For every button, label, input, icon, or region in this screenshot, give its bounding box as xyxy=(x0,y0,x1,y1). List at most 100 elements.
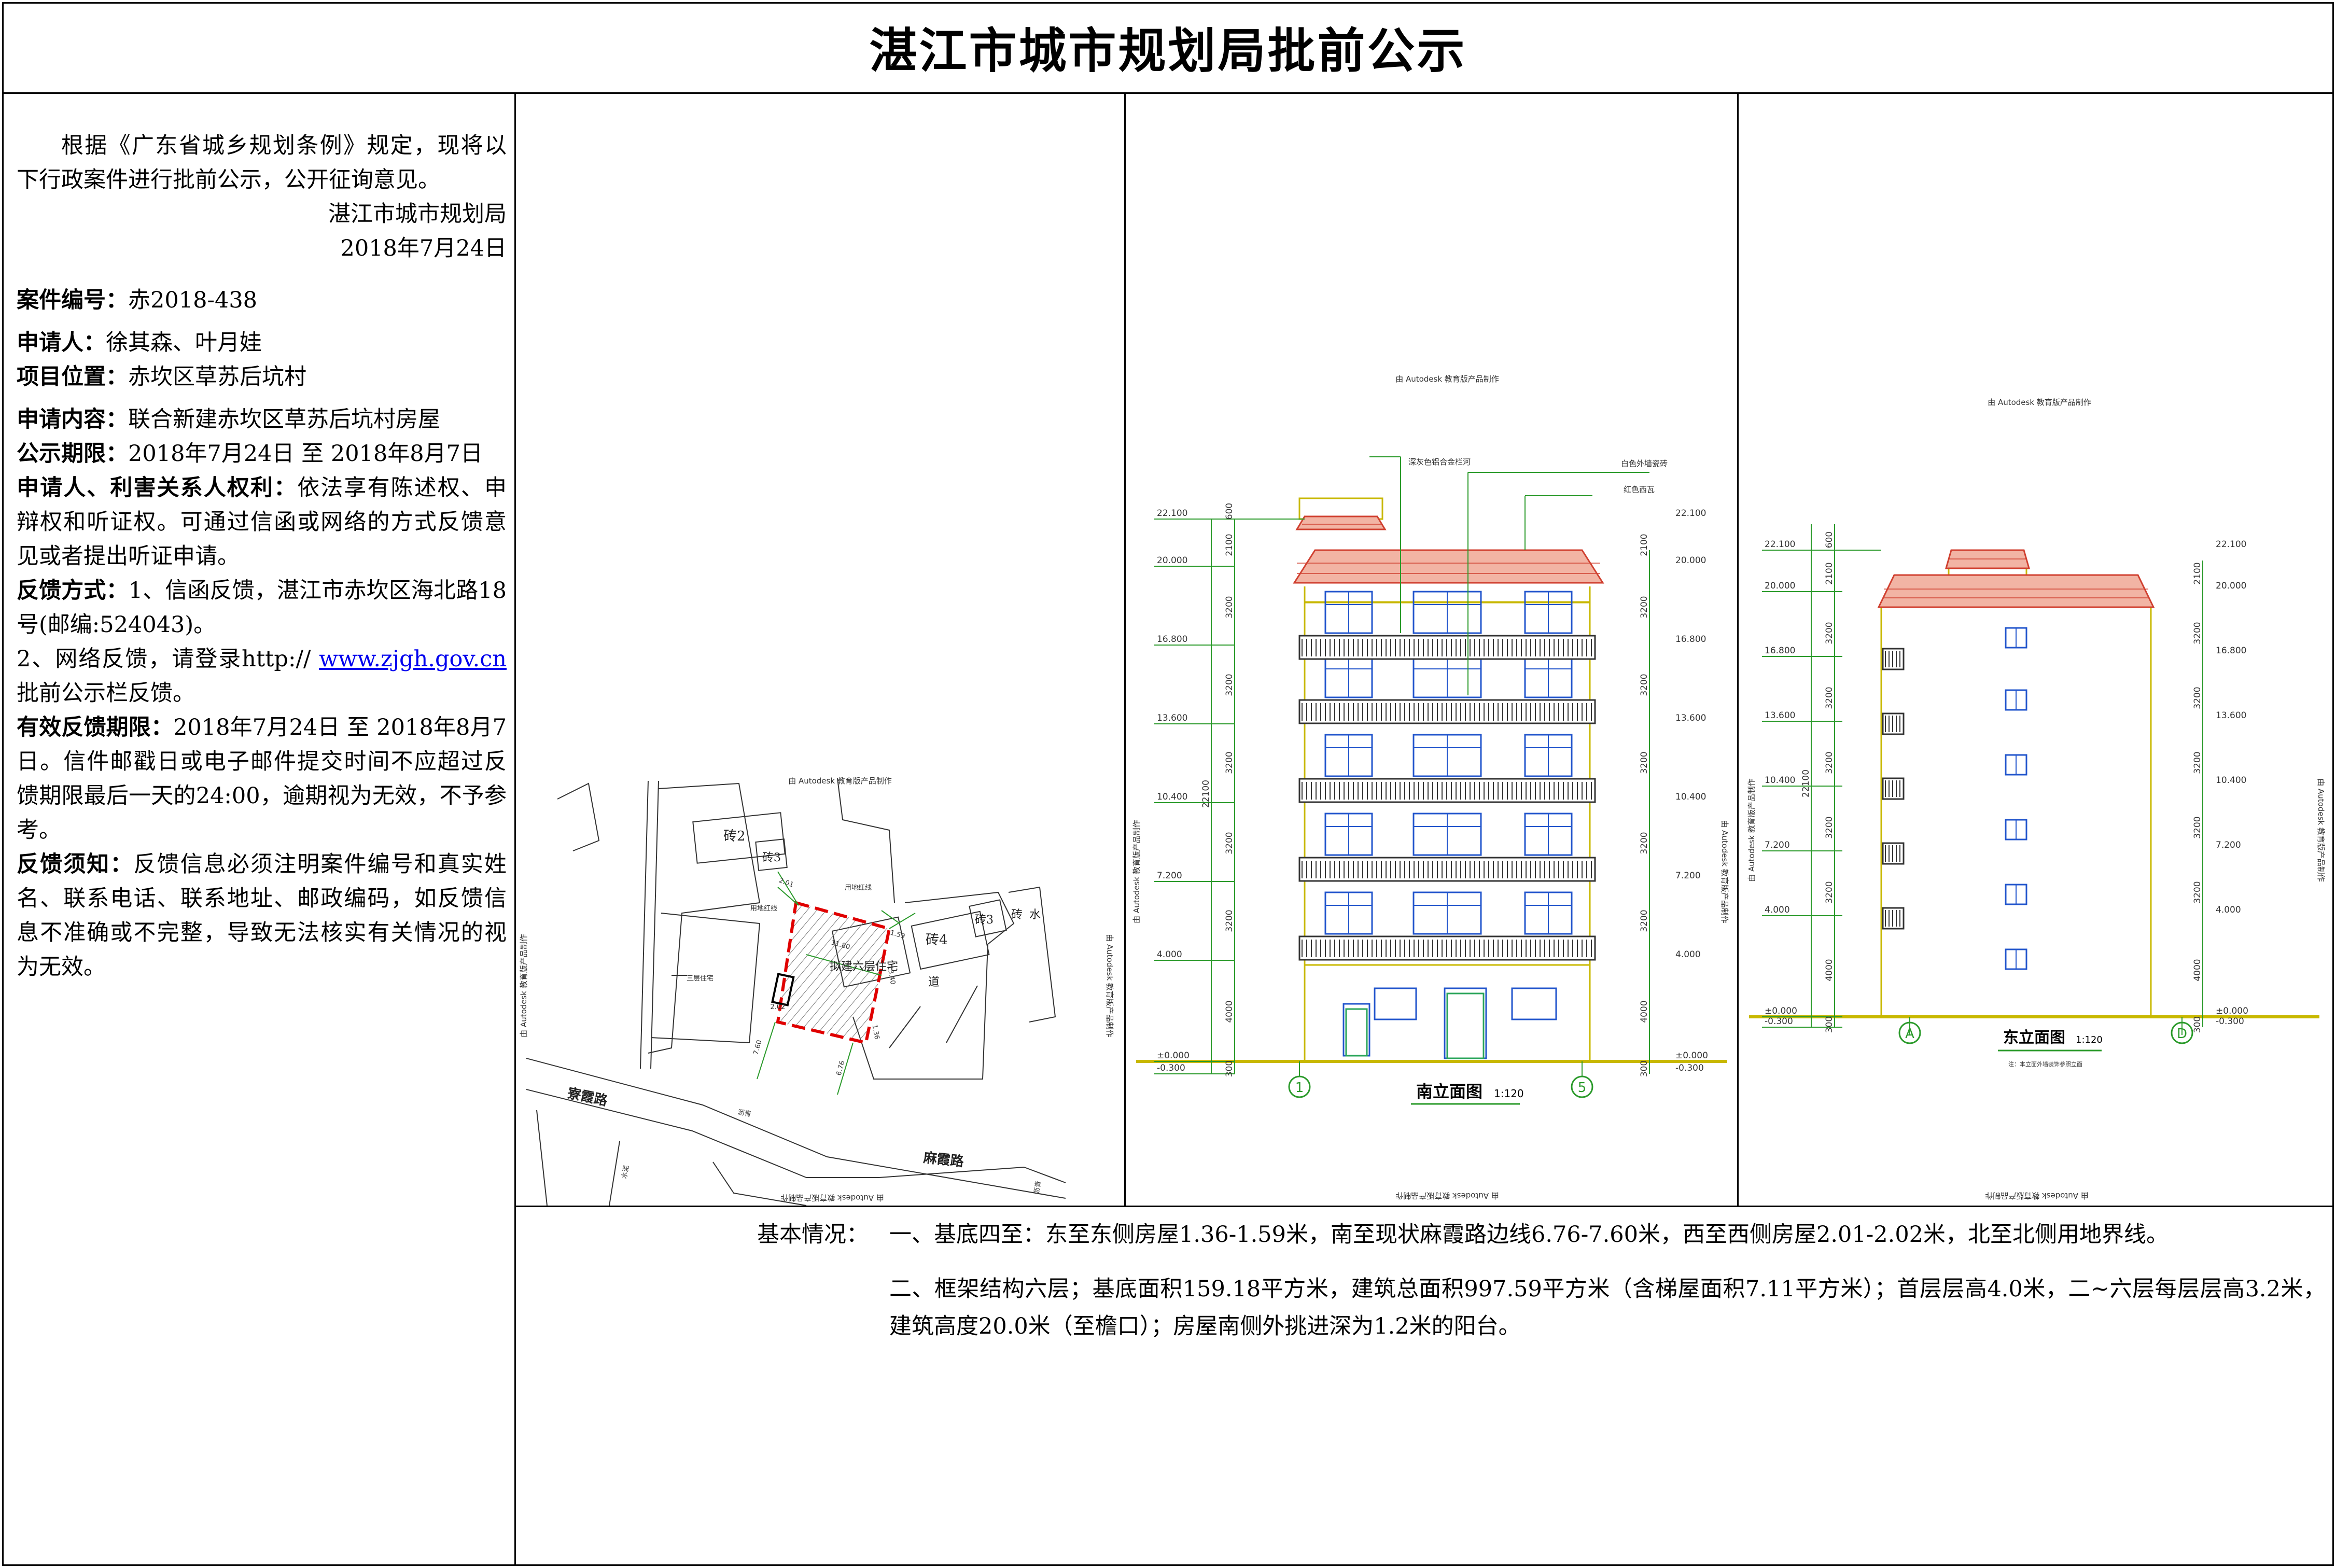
applicant-value: 徐其森、叶月娃 xyxy=(106,330,262,356)
south-callout-railing: 深灰色铝合金栏河 xyxy=(1408,457,1471,467)
misc-asphalt-2: 沥青 xyxy=(1033,1180,1043,1195)
east-roof xyxy=(1877,574,2155,608)
east_elevation-level-label-left: 4.000 xyxy=(1765,905,1790,915)
deadline-value: 2018年7月24日 至 2018年8月7日。信件邮戳日或电子邮件提交时间不应超… xyxy=(17,715,507,843)
east_elevation-segment-label: 3200 xyxy=(1824,881,1835,903)
content-label: 申请内容： xyxy=(17,407,128,432)
east-elevation-scale: 1:120 xyxy=(2076,1034,2103,1045)
notice-text: 根据《广东省城乡规划条例》规定，现将以下行政案件进行批前公示，公开征询意见。 湛… xyxy=(17,129,507,984)
proposed-building-label: 拟建六层住宅 xyxy=(830,960,898,973)
note-three-storey: 三层住宅 xyxy=(687,975,714,983)
south_elevation-level-label-right: 16.800 xyxy=(1675,634,1706,645)
east_elevation-level-label-right: 13.600 xyxy=(2216,710,2246,721)
basic-info-item-2: 二、框架结构六层；基底面积159.18平方米，建筑总面积997.59平方米（含梯… xyxy=(889,1276,2326,1339)
east_elevation-level-label-right: -0.300 xyxy=(2216,1016,2244,1027)
east-watermark-left: 由 Autodesk 教育版产品制作 xyxy=(1747,778,1756,882)
dim-depth: 13.40 xyxy=(886,965,897,985)
south-elevation-title: 南立面图 xyxy=(1416,1082,1482,1101)
east_elevation-level-label-right: ±0.000 xyxy=(2216,1006,2248,1016)
note-redline-2: 用地红线 xyxy=(845,884,872,892)
page-title: 湛江市城市规划局批前公示 xyxy=(869,22,1467,79)
south_elevation-segment-label-right: 3200 xyxy=(1639,674,1649,696)
east_elevation-level-label-right: 22.100 xyxy=(2216,539,2246,550)
block-label-2: 砖3 xyxy=(762,851,781,864)
south_elevation-segment-label: 4000 xyxy=(1224,1000,1235,1023)
dim-east-south: 1.36 xyxy=(871,1024,881,1040)
east_elevation-total-height: 22100 xyxy=(1801,769,1811,797)
south-elevation-scale: 1:120 xyxy=(1494,1087,1524,1100)
east-elevation-note: 注：本立面外墙装饰参照立面 xyxy=(2008,1060,2082,1068)
feedback-deadline: 有效反馈期限：2018年7月24日 至 2018年8月7日。信件邮戳日或电子邮件… xyxy=(17,710,507,847)
east_elevation-segment-label-right: 3200 xyxy=(2192,687,2203,709)
feedback-link[interactable]: www.zjgh.gov.cn xyxy=(319,646,507,672)
south_elevation-level-label-right: 10.400 xyxy=(1675,792,1706,802)
south_elevation-level-label-right: ±0.000 xyxy=(1675,1051,1708,1061)
east-elevation-drawing: 由 Autodesk 教育版产品制作 由 Autodesk 教育版产品制作 由 … xyxy=(1747,398,2326,1200)
east_elevation-level-label-right: 7.200 xyxy=(2216,840,2241,850)
dim-south-east: 6.76 xyxy=(835,1060,847,1076)
east_elevation-level-label-right: 16.800 xyxy=(2216,646,2246,656)
south_elevation-level-label-right: 22.100 xyxy=(1675,508,1706,519)
feedback-online: 2、网络反馈，请登录http:// www.zjgh.gov.cn 批前公示栏反馈… xyxy=(17,642,507,710)
misc-cement: 水泥 xyxy=(621,1165,631,1179)
south_elevation-segment-label: 3200 xyxy=(1224,596,1235,618)
south_elevation-segment-label: 3200 xyxy=(1224,751,1235,774)
location-label: 项目位置： xyxy=(17,364,128,390)
south_elevation-level-label-left: 20.000 xyxy=(1157,555,1187,566)
south_elevation-level-label-right: -0.300 xyxy=(1675,1063,1704,1073)
site-plan-drawing: 由 Autodesk 教育版产品制作 由 Autodesk 教育版产品制作 由 … xyxy=(519,776,1114,1206)
east_elevation-level-label-left: 22.100 xyxy=(1765,539,1795,550)
south-stair-roof xyxy=(1295,515,1387,530)
notice-issuer: 湛江市城市规划局 xyxy=(328,201,507,227)
notice-date: 2018年7月24日 xyxy=(340,235,507,261)
south_elevation-total-height: 22100 xyxy=(1201,780,1211,808)
left-column-divider xyxy=(514,92,516,1566)
east-elevation-panel: 由 Autodesk 教育版产品制作 由 Autodesk 教育版产品制作 由 … xyxy=(1739,94,2334,1206)
dim-west-south: 2.02 xyxy=(771,1003,786,1011)
east_elevation-segment-label-right: 4000 xyxy=(2192,959,2203,981)
south_elevation-segment-label-right: 4000 xyxy=(1639,1000,1649,1023)
dim-east-north: 1.59 xyxy=(889,929,906,941)
deadline-label: 有效反馈期限： xyxy=(17,715,174,740)
south-watermark-left: 由 Autodesk 教育版产品制作 xyxy=(1132,820,1141,923)
east-elevation-title: 东立面图 xyxy=(2003,1029,2065,1047)
drawings-bottom-divider xyxy=(514,1206,2334,1207)
site-plan-watermark-side: 由 Autodesk 教育版产品制作 xyxy=(1105,934,1114,1038)
south_elevation-level-label-left: 13.600 xyxy=(1157,713,1187,723)
south-watermark-top: 由 Autodesk 教育版产品制作 xyxy=(1395,374,1499,384)
south-axis-1: 1 xyxy=(1295,1080,1304,1096)
rights-value: 依法享有陈述权、申辩权和听证权。可通过信函或网络的方式反馈意见或者提出听证申请。 xyxy=(17,475,507,569)
east_elevation-segment-label: 3200 xyxy=(1824,622,1835,644)
notice-intro: 根据《广东省城乡规划条例》规定，现将以下行政案件进行批前公示，公开征询意见。 xyxy=(17,133,507,193)
title-divider xyxy=(2,92,2334,94)
feedback-method: 反馈方式：1、信函反馈，湛江市赤坎区海北路18号(邮编:524043)。 xyxy=(17,573,507,642)
feedback-online-post: 批前公示栏反馈。 xyxy=(17,680,195,706)
south_elevation-segment-label: 2100 xyxy=(1224,534,1235,556)
east_elevation-segment-label-right: 3200 xyxy=(2192,881,2203,903)
south-elevation-panel: 由 Autodesk 教育版产品制作 由 Autodesk 教育版产品制作 由 … xyxy=(1126,94,1737,1206)
east_elevation-level-label-left: 16.800 xyxy=(1765,646,1795,656)
south_elevation-level-label-right: 13.600 xyxy=(1675,713,1706,723)
rights-label: 申请人、利害关系人权利： xyxy=(17,475,298,501)
east_elevation-segment-label-right: 3200 xyxy=(2192,816,2203,838)
proposed-building-outline xyxy=(776,901,891,1045)
south_elevation-segment-label: 300 xyxy=(1224,1060,1235,1077)
south_elevation-segment-label: 600 xyxy=(1224,503,1235,520)
applicant: 申请人：徐其森、叶月娃 xyxy=(17,326,507,360)
south-roof xyxy=(1293,549,1604,584)
south_elevation-level-label-left: 22.100 xyxy=(1157,508,1187,519)
east_elevation-level-label-left: ±0.000 xyxy=(1765,1006,1797,1016)
block-label-5: 砖 xyxy=(1011,908,1023,921)
south-callout-tile: 白色外墙瓷砖 xyxy=(1621,459,1668,468)
east_elevation-segment-label: 2100 xyxy=(1824,562,1835,584)
south_elevation-segment-label-right: 2100 xyxy=(1639,534,1649,556)
site-plan-watermark-bottom: 由 Autodesk 教育版产品制作 xyxy=(780,1193,884,1202)
east_elevation-segment-label: 4000 xyxy=(1824,959,1835,981)
feedback-online-pre: 2、网络反馈，请登录http:// xyxy=(17,646,319,672)
location-value: 赤坎区草苏后坑村 xyxy=(128,364,306,390)
south_elevation-level-label-right: 4.000 xyxy=(1675,949,1701,960)
east-watermark-bottom: 由 Autodesk 教育版产品制作 xyxy=(1985,1191,2089,1200)
case-number: 案件编号：赤2018-438 xyxy=(17,283,507,317)
south-watermark-right: 由 Autodesk 教育版产品制作 xyxy=(1720,820,1729,923)
period-value: 2018年7月24日 至 2018年8月7日 xyxy=(128,441,483,467)
